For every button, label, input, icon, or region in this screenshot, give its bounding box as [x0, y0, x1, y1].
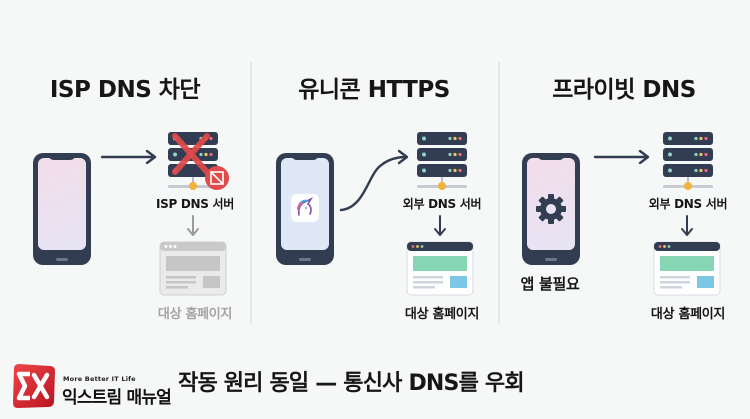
panel-title: ISP DNS 차단 [49, 77, 201, 103]
blocked-dns-server-icon [168, 132, 229, 190]
watermark-tagline: More Better IT Life [63, 375, 136, 383]
curved-arrow-icon [339, 149, 409, 212]
target-label: 대상 홈페이지 [157, 307, 233, 322]
smartphone-icon [276, 153, 334, 265]
arrow-down-icon [187, 215, 199, 236]
panel-divider [498, 62, 500, 324]
dns-server-icon [663, 132, 713, 190]
arrow-right-icon [100, 150, 157, 164]
panel-title: 프라이빗 DNS [552, 77, 696, 103]
smartphone-icon [33, 153, 91, 265]
server-label: 외부 DNS 서버 [648, 197, 728, 211]
webpage-icon [653, 241, 721, 296]
panel-divider [250, 62, 252, 324]
footer-caption: 작동 원리 동일 — 통신사 DNS를 우회 [178, 371, 525, 396]
server-label: ISP DNS 서버 [156, 197, 234, 211]
dns-server-icon [417, 132, 467, 190]
ex-logo-icon [13, 364, 55, 408]
arrow-down-icon [681, 215, 693, 236]
arrow-down-icon [434, 215, 446, 236]
smartphone-icon [522, 153, 580, 265]
watermark-name: 익스트림 매뉴얼 [62, 388, 172, 408]
target-label: 대상 홈페이지 [650, 307, 726, 322]
arrow-right-icon [593, 150, 650, 164]
phone-label: 앱 불필요 [520, 275, 580, 293]
unicorn-app-icon [291, 194, 319, 222]
panel-title: 유니콘 HTTPS [298, 77, 450, 103]
webpage-icon [406, 241, 474, 296]
webpage-greyed-icon [159, 241, 227, 296]
server-label: 외부 DNS 서버 [402, 197, 482, 211]
target-label: 대상 홈페이지 [404, 307, 480, 322]
gear-icon [536, 194, 566, 224]
